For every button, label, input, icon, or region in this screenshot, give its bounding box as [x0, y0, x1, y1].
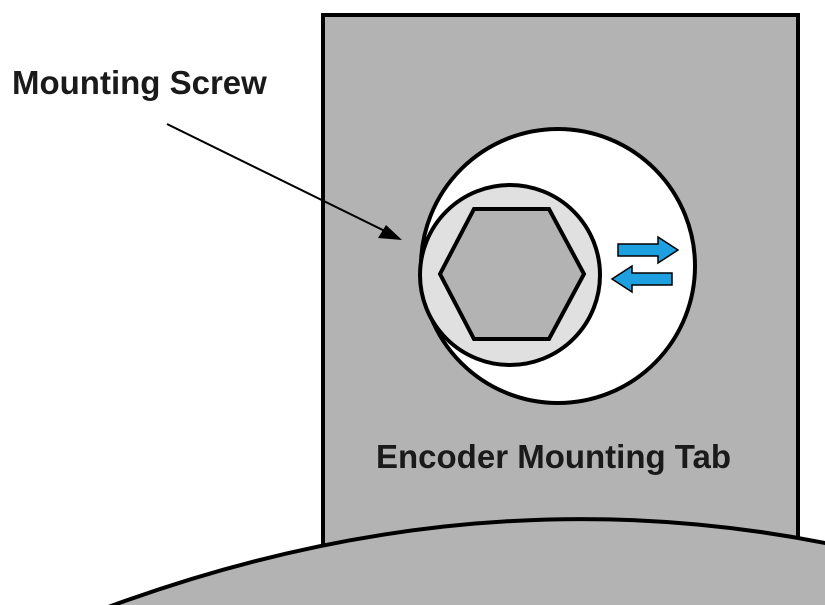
left-arrow-icon [610, 264, 673, 294]
encoder-base-arc [108, 517, 825, 605]
right-arrow-icon [617, 235, 680, 265]
mounting-screw-label: Mounting Screw [12, 64, 267, 101]
screw-leader-arrow [166, 123, 402, 240]
hex-socket-icon [437, 207, 587, 341]
encoder-mounting-tab-label: Encoder Mounting Tab [376, 438, 732, 475]
double-horizontal-arrows-icon [610, 235, 680, 294]
